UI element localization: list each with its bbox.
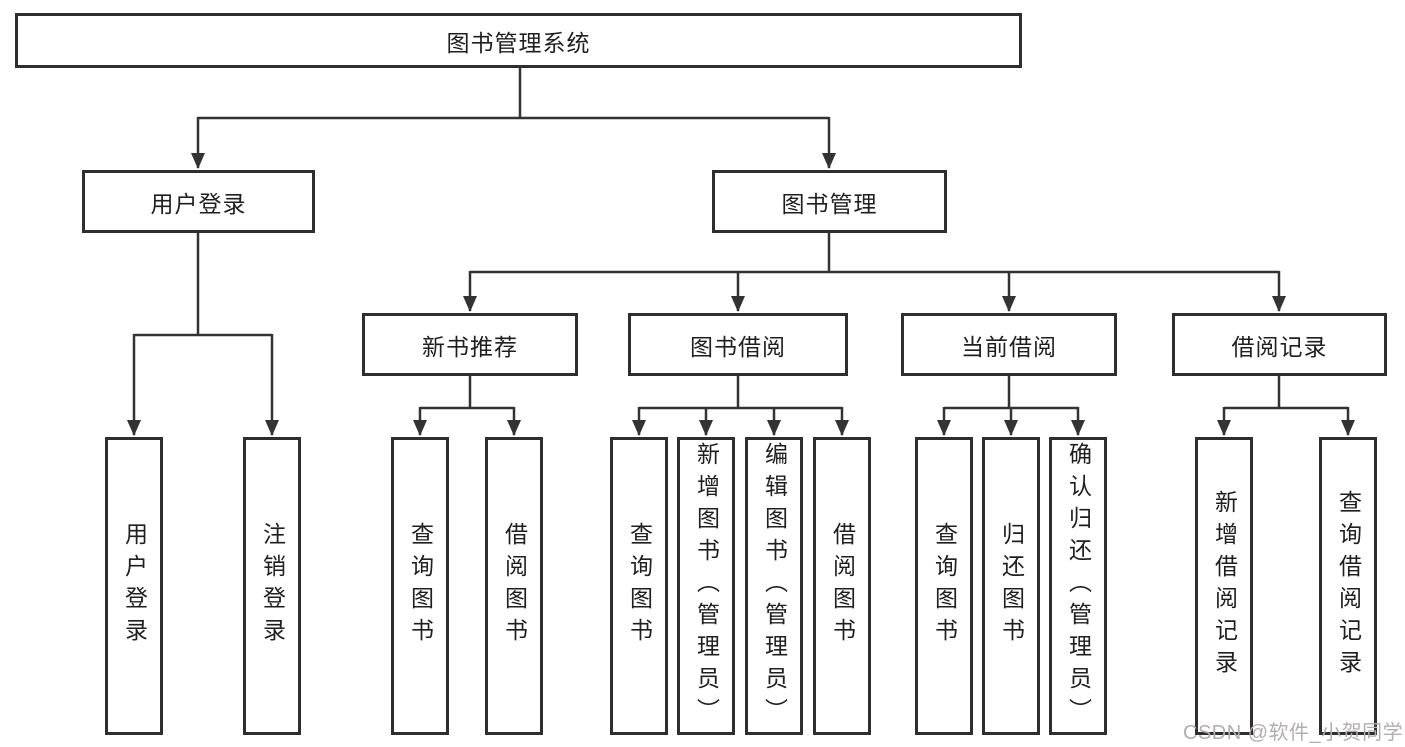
leaf-records-query-borrow-record-label: 查询借阅记录 (1335, 490, 1362, 682)
leaf-borrow-borrow-books-label: 借阅图书 (829, 522, 856, 650)
leaf-borrow-add-books-admin-label: 新增图书（管理员） (693, 442, 720, 730)
node-borrowing-records-label: 借阅记录 (1231, 333, 1328, 360)
node-borrowing-records: 借阅记录 (1172, 313, 1387, 376)
connector-book-borrowing-to-leaves (632, 376, 849, 436)
node-user-login-branch: 用户登录 (82, 170, 315, 233)
leaf-borrow-query-books-label: 查询图书 (626, 522, 653, 650)
leaf-user-login-label: 用户登录 (121, 522, 148, 650)
connector-root-to-level2 (191, 68, 836, 169)
leaf-newbook-query-books-label: 查询图书 (407, 522, 434, 650)
leaf-logout-login-label: 注销登录 (259, 522, 286, 650)
node-library-management-system: 图书管理系统 (15, 13, 1022, 68)
leaf-borrow-borrow-books: 借阅图书 (813, 437, 871, 735)
connector-borrowing-records-to-leaves (1217, 376, 1355, 436)
node-book-borrowing-label: 图书借阅 (690, 333, 786, 360)
connector-current-borrowing-to-leaves (937, 376, 1085, 436)
leaf-newbook-borrow-books: 借阅图书 (485, 437, 543, 735)
node-book-management: 图书管理 (712, 170, 947, 233)
leaf-current-return-books: 归还图书 (982, 437, 1040, 735)
node-new-book-recommendation-label: 新书推荐 (422, 333, 518, 360)
connector-book-management-to-level3 (463, 233, 1286, 312)
node-new-book-recommendation: 新书推荐 (362, 313, 578, 376)
node-current-borrowing-label: 当前借阅 (961, 333, 1057, 360)
leaf-records-add-borrow-record: 新增借阅记录 (1195, 437, 1253, 735)
node-library-management-system-label: 图书管理系统 (446, 29, 591, 56)
leaf-current-query-books: 查询图书 (915, 437, 973, 735)
node-user-login-branch-label: 用户登录 (150, 190, 247, 217)
leaf-current-query-books-label: 查询图书 (931, 522, 958, 650)
leaf-borrow-query-books: 查询图书 (610, 437, 668, 735)
leaf-current-confirm-return-admin-label: 确认归还（管理员） (1065, 442, 1092, 730)
leaf-newbook-borrow-books-label: 借阅图书 (501, 522, 528, 650)
leaf-borrow-add-books-admin: 新增图书（管理员） (677, 437, 735, 735)
leaf-current-return-books-label: 归还图书 (998, 522, 1025, 650)
connector-new-book-to-leaves (413, 376, 521, 436)
leaf-records-query-borrow-record: 查询借阅记录 (1319, 437, 1377, 735)
node-book-management-label: 图书管理 (781, 190, 878, 217)
leaf-borrow-edit-books-admin: 编辑图书（管理员） (745, 437, 803, 735)
connector-user-login-to-leaves (127, 233, 279, 436)
node-book-borrowing: 图书借阅 (628, 313, 848, 376)
leaf-newbook-query-books: 查询图书 (391, 437, 449, 735)
leaf-current-confirm-return-admin: 确认归还（管理员） (1049, 437, 1107, 735)
leaf-borrow-edit-books-admin-label: 编辑图书（管理员） (761, 442, 788, 730)
watermark-text: CSDN @软件_小贺同学 (1183, 722, 1404, 744)
node-current-borrowing: 当前借阅 (901, 313, 1117, 376)
leaf-records-add-borrow-record-label: 新增借阅记录 (1211, 490, 1238, 682)
leaf-logout-login: 注销登录 (243, 437, 301, 735)
leaf-user-login: 用户登录 (105, 437, 163, 735)
